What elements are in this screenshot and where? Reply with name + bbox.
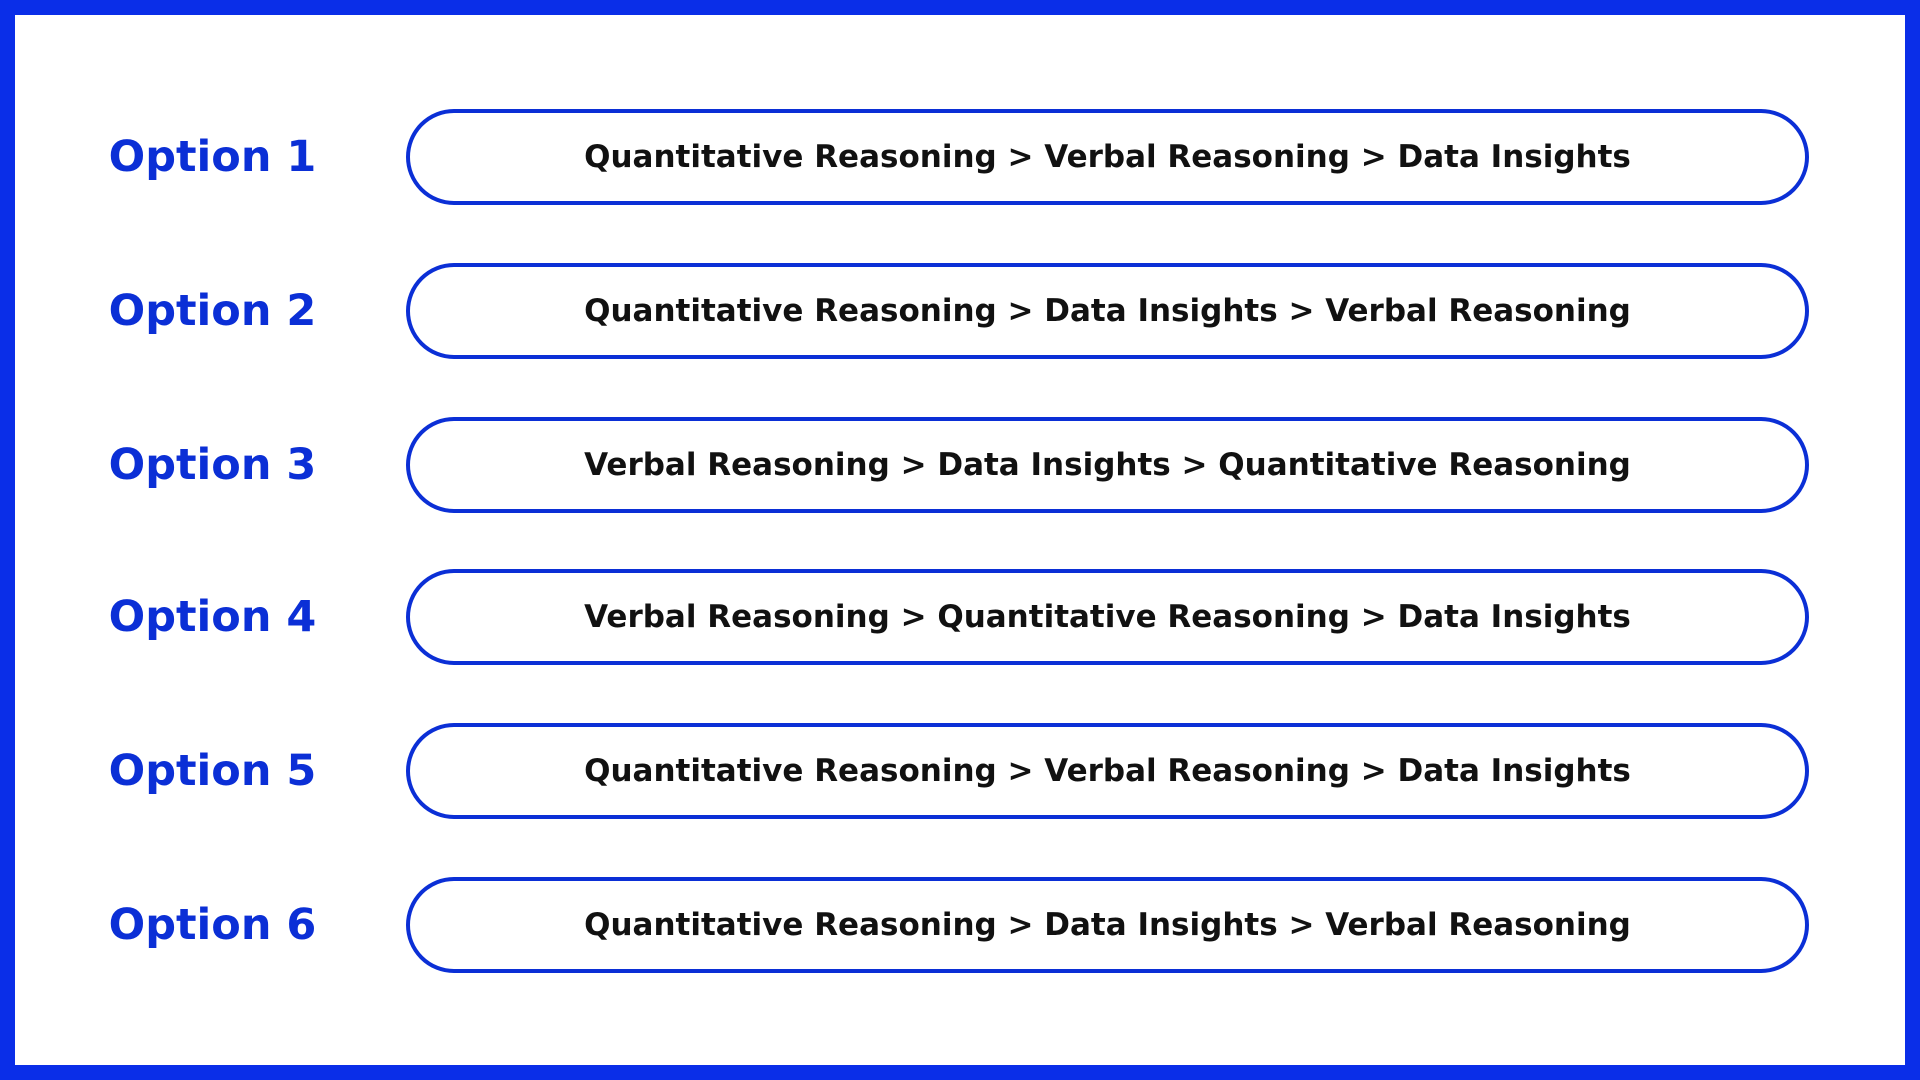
section-order-pill: Verbal Reasoning > Data Insights > Quant… xyxy=(406,417,1809,513)
section-order-pill: Quantitative Reasoning > Verbal Reasonin… xyxy=(406,109,1809,205)
option-label: Option 2 xyxy=(108,286,317,336)
section-order-text: Verbal Reasoning > Data Insights > Quant… xyxy=(584,447,1631,483)
option-row-6: Option 6 Quantitative Reasoning > Data I… xyxy=(0,877,1920,973)
option-label: Option 3 xyxy=(108,440,317,490)
section-order-pill: Verbal Reasoning > Quantitative Reasonin… xyxy=(406,569,1809,665)
option-label: Option 6 xyxy=(108,900,317,950)
option-row-2: Option 2 Quantitative Reasoning > Data I… xyxy=(0,263,1920,359)
option-row-1: Option 1 Quantitative Reasoning > Verbal… xyxy=(0,109,1920,205)
option-row-5: Option 5 Quantitative Reasoning > Verbal… xyxy=(0,723,1920,819)
section-order-text: Quantitative Reasoning > Verbal Reasonin… xyxy=(584,139,1631,175)
option-row-3: Option 3 Verbal Reasoning > Data Insight… xyxy=(0,417,1920,513)
section-order-text: Quantitative Reasoning > Data Insights >… xyxy=(584,293,1631,329)
section-order-pill: Quantitative Reasoning > Data Insights >… xyxy=(406,263,1809,359)
section-order-text: Quantitative Reasoning > Data Insights >… xyxy=(584,907,1631,943)
option-label: Option 4 xyxy=(108,592,317,642)
section-order-pill: Quantitative Reasoning > Data Insights >… xyxy=(406,877,1809,973)
section-order-text: Verbal Reasoning > Quantitative Reasonin… xyxy=(584,599,1631,635)
section-order-text: Quantitative Reasoning > Verbal Reasonin… xyxy=(584,753,1631,789)
option-row-4: Option 4 Verbal Reasoning > Quantitative… xyxy=(0,569,1920,665)
option-label: Option 1 xyxy=(108,132,317,182)
option-label: Option 5 xyxy=(108,746,317,796)
section-order-pill: Quantitative Reasoning > Verbal Reasonin… xyxy=(406,723,1809,819)
